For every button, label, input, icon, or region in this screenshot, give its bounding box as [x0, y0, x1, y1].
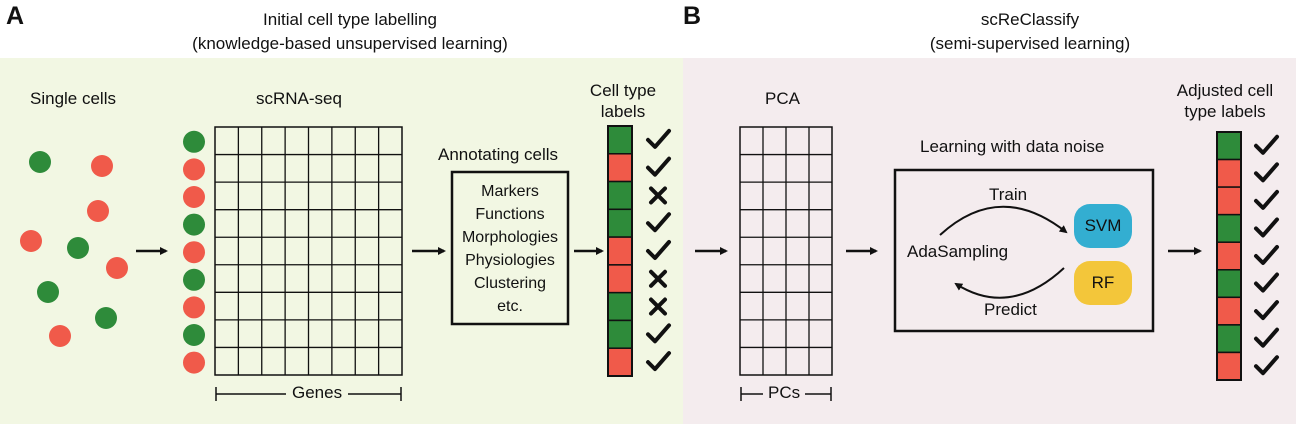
cell-type-label-cell [607, 153, 633, 183]
check-mark-icon [1254, 327, 1279, 348]
check-mark-icon [1254, 189, 1279, 210]
svm-pill: SVM [1074, 204, 1132, 248]
sorted-cell-dot [183, 130, 205, 153]
scrna-seq-label: scRNA-seq [256, 89, 342, 108]
adjusted-label-cell [1216, 351, 1242, 381]
check-mark-icon [1254, 272, 1279, 293]
adjusted-label-cell [1216, 131, 1242, 161]
train-label: Train [989, 185, 1028, 204]
annotation-method: Clustering [473, 275, 547, 292]
sorted-cell-dot [183, 351, 205, 374]
single-cell-dot [49, 325, 71, 347]
check-mark-icon [646, 323, 671, 344]
rf-pill: RF [1074, 261, 1132, 305]
check-mark-icon [1254, 217, 1279, 238]
predict-label: Predict [984, 300, 1037, 319]
cell-type-labels-title-line2: labels [600, 102, 646, 121]
adjusted-label-cell [1216, 186, 1242, 216]
single-cell-dot [67, 237, 89, 259]
cell-type-labels-title-line1: Cell type [589, 81, 657, 100]
sorted-cell-dot [183, 241, 205, 264]
single-cell-dot [106, 257, 128, 279]
panel-b-title-line1: scReClassify [980, 10, 1080, 29]
cross-mark-icon [649, 186, 667, 205]
learning-with-data-noise-label: Learning with data noise [920, 137, 1105, 156]
svm-label: SVM [1084, 216, 1122, 235]
adjusted-label-cell [1216, 269, 1242, 299]
annotation-method: Functions [475, 206, 545, 223]
adasampling-label: AdaSampling [907, 242, 1009, 261]
adjusted-label-border [1216, 131, 1242, 381]
pcs-label: PCs [763, 383, 806, 403]
sorted-cell-dot [183, 213, 205, 236]
adjusted-label-cell [1216, 213, 1242, 243]
cell-type-label-cell [607, 125, 633, 155]
genes-label: Genes [286, 383, 349, 403]
adjusted-labels-title-line2: type labels [1184, 102, 1266, 121]
panel-b-title: scReClassify (semi-supervised learning) [880, 8, 1180, 56]
panel-b-letter: B [683, 2, 702, 30]
cell-type-label-cell [607, 180, 633, 211]
panel-b-background [683, 58, 1296, 424]
single-cell-dot [91, 155, 113, 177]
sorted-cell-dot [183, 186, 205, 208]
check-mark-icon [1254, 162, 1279, 183]
train-curved-arrow [939, 205, 1068, 236]
cell-type-labels-title: Cell type labels [578, 80, 668, 122]
cell-type-label-cell [607, 319, 633, 349]
panel-a-letter: A [6, 2, 25, 30]
cell-type-label-cell [607, 264, 633, 294]
cell-type-label-cell [607, 347, 633, 377]
sorted-cell-dot [183, 324, 205, 346]
cell-type-label-border [607, 125, 633, 377]
single-cell-dot [95, 307, 117, 329]
check-mark-icon [1254, 355, 1279, 376]
predict-curved-arrow [954, 267, 1065, 299]
single-cells-label: Single cells [30, 89, 116, 108]
panel-a-title-line2: (knowledge-based unsupervised learning) [192, 34, 508, 53]
adjusted-label-cell [1216, 158, 1242, 188]
check-mark-icon [646, 128, 671, 149]
cross-mark-icon [649, 297, 667, 316]
cell-type-label-cell [607, 208, 633, 238]
sorted-cell-dot [183, 158, 205, 181]
adjusted-label-cell [1216, 296, 1242, 326]
check-mark-icon [646, 212, 671, 233]
sorted-cell-dot [183, 296, 205, 319]
annotation-method: Physiologies [465, 252, 555, 269]
check-mark-icon [646, 156, 671, 177]
panel-b-title-line2: (semi-supervised learning) [929, 34, 1131, 53]
single-cell-dot [20, 230, 42, 252]
annotation-methods-list: Markers Functions Morphologies Physiolog… [454, 180, 566, 318]
learning-box [893, 168, 1155, 333]
cross-mark-icon [649, 269, 667, 288]
cell-type-label-cell [607, 236, 633, 266]
check-mark-icon [1254, 245, 1279, 265]
annotation-box [450, 170, 570, 326]
annotating-cells-label: Annotating cells [438, 145, 559, 164]
rf-label: RF [1091, 273, 1115, 292]
annotation-method: Markers [481, 183, 539, 200]
check-mark-icon [1254, 134, 1279, 155]
panel-a-title: Initial cell type labelling (knowledge-b… [120, 8, 580, 56]
single-cell-dot [29, 151, 51, 173]
adjusted-labels-title-line1: Adjusted cell [1176, 81, 1274, 100]
check-mark-icon [646, 351, 671, 372]
adjusted-label-cell [1216, 324, 1242, 354]
single-cell-dot [87, 200, 109, 222]
sorted-cell-dot [183, 268, 205, 291]
panel-a-title-line1: Initial cell type labelling [263, 10, 437, 29]
annotation-method: etc. [497, 298, 523, 315]
adjusted-labels-title: Adjusted cell type labels [1160, 80, 1290, 122]
single-cell-dot [37, 281, 59, 303]
check-mark-icon [1254, 300, 1279, 321]
cell-type-label-cell [607, 291, 633, 322]
check-mark-icon [646, 240, 671, 260]
adjusted-label-cell [1216, 241, 1242, 271]
pca-label: PCA [765, 89, 800, 108]
annotation-method: Morphologies [461, 229, 559, 246]
